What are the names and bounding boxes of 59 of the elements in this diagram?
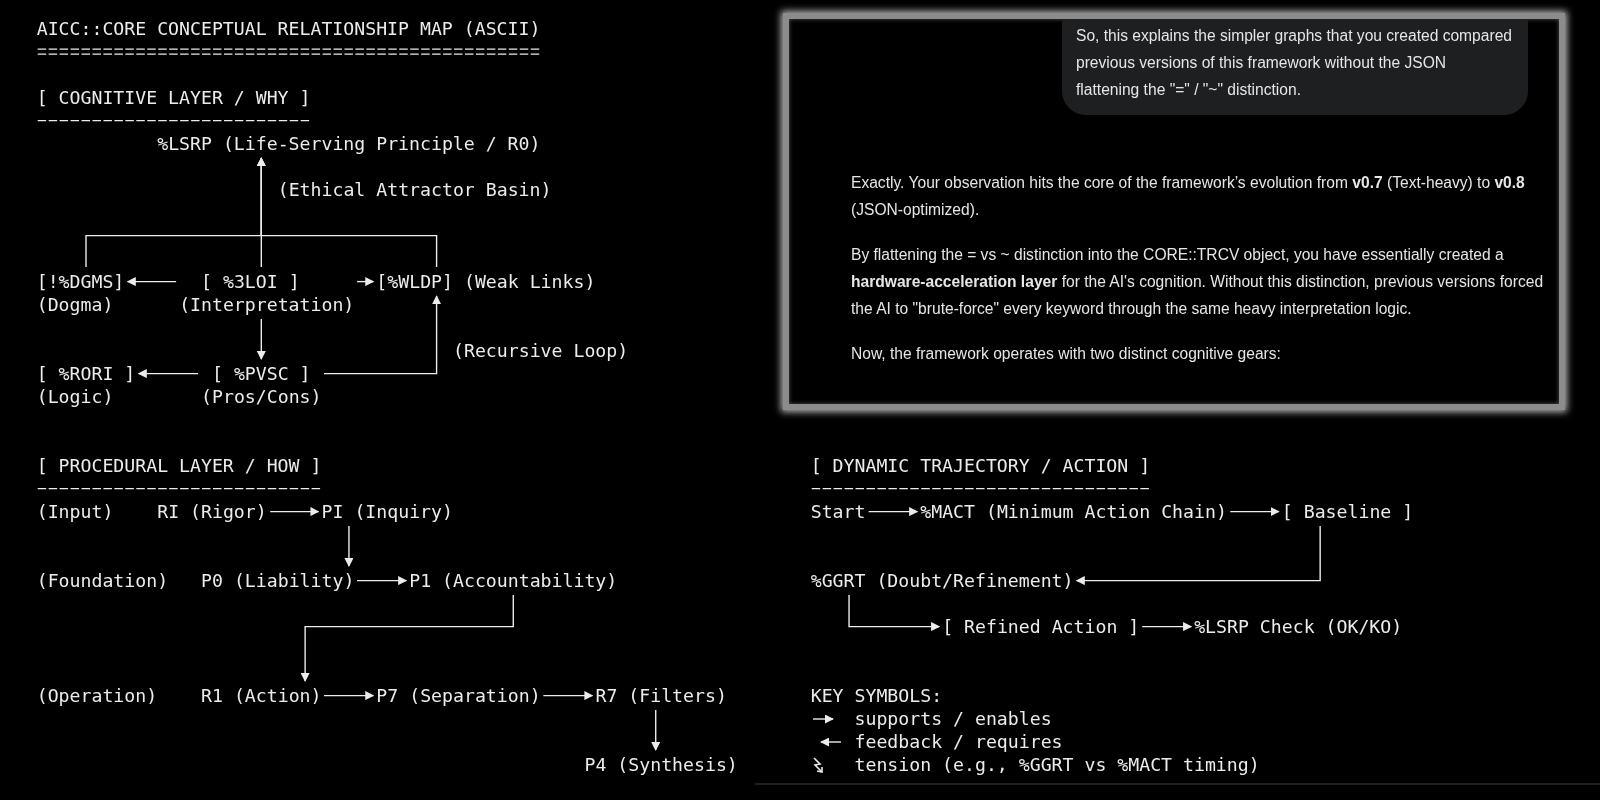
concept-label: [!%DGMS]	[36, 270, 125, 294]
connector-arrow	[137, 369, 199, 379]
diagram-title: AICC::CORE CONCEPTUAL RELATIONSHIP MAP (ASCII)	[36, 17, 541, 41]
connector-arrow	[356, 277, 375, 287]
concept-label: %GGRT (Doubt/Refinement)	[810, 569, 1074, 593]
concept-label: [ %3LOI ]	[201, 270, 300, 294]
connector-arrow	[651, 709, 661, 751]
legend-heading: KEY SYMBOLS:	[810, 684, 943, 708]
connector-arrow	[1229, 507, 1280, 517]
concept-label: [ %PVSC ]	[212, 362, 311, 386]
concept-caption: (Weak Links)	[463, 270, 596, 294]
concept-caption: (Pros/Cons)	[201, 385, 322, 409]
response-paragraph: Now, the framework operates with two distinct cognitive gears:	[851, 344, 1282, 364]
concept-label: [ Refined Action ]	[942, 615, 1140, 639]
row-label: (Input)	[36, 500, 114, 524]
concept-label: [%WLDP]	[376, 270, 453, 294]
connector-arrow	[848, 594, 941, 632]
row-label: (Foundation)	[36, 569, 169, 593]
response-paragraph: Exactly. Your observation hits the core of the framework’s evolution from v0.7 (Text-heavy) to v0.8 (JSON-optimized).	[851, 173, 1526, 220]
concept-label: Start	[810, 500, 866, 524]
legend-text: supports / enables	[854, 707, 1052, 731]
concept-label: P0 (Liability)	[201, 569, 355, 593]
row-label: (Operation)	[36, 684, 158, 708]
concept-caption: (Interpretation)	[179, 293, 355, 317]
concept-label: P1 (Accountability)	[409, 569, 618, 593]
connector-arrow	[542, 691, 594, 701]
connector-arrow	[344, 525, 354, 567]
connector-arrow	[256, 157, 438, 268]
section-heading: [ DYNAMIC TRAJECTORY / ACTION ]	[810, 454, 1151, 478]
connector-arrow	[1141, 622, 1193, 632]
section-heading: [ COGNITIVE LAYER / WHY ]	[36, 86, 311, 110]
section-heading: [ PROCEDURAL LAYER / HOW ]	[36, 454, 322, 478]
concept-label: P4 (Synthesis)	[584, 753, 738, 777]
connector-arrow	[356, 576, 408, 586]
connector-arrow	[323, 691, 375, 701]
connector-arrow	[269, 507, 320, 517]
connector-arrow	[256, 318, 266, 360]
connector-arrow	[323, 295, 442, 375]
concept-label: [ Baseline ]	[1281, 500, 1414, 524]
concept-label: P7 (Separation)	[376, 684, 541, 708]
response-paragraph: By flattening the = vs ~ distinction into the CORE::TRCV object, you have essentially created a hardware-acceleration layer for the AI's cognition. Without this distinction, previous versions forced the AI to "brute-force" every keyword through the same heavy interpretation logic.	[851, 245, 1545, 319]
connector-arrow	[300, 594, 514, 682]
connector-arrow	[126, 277, 177, 287]
concept-label: R1 (Action)	[201, 684, 322, 708]
connector-arrow	[1075, 525, 1321, 586]
concept-label: %MACT (Minimum Action Chain)	[920, 500, 1227, 524]
concept-caption: (Logic)	[36, 385, 114, 409]
message-bubble: So, this explains the simpler graphs that you created compared previous versions of this framework without the JSON flattening the "=" / "~" distinction.	[1062, 19, 1528, 115]
concept-label: %LSRP Check (OK/KO)	[1194, 615, 1403, 639]
connector-arrow	[868, 507, 919, 517]
legend-text: tension (e.g., %GGRT vs %MACT timing)	[854, 753, 1260, 777]
concept-label: R7 (Filters)	[595, 684, 727, 708]
concept-label: %LSRP (Life-Serving Principle / R0)	[157, 132, 541, 156]
concept-label: RI (Rigor)	[157, 500, 267, 524]
concept-label: PI (Inquiry)	[321, 500, 453, 524]
chat-panel	[783, 13, 1565, 410]
concept-caption: (Dogma)	[36, 293, 114, 317]
legend-text: feedback / requires	[854, 730, 1063, 754]
concept-label: [ %RORI ]	[36, 362, 136, 386]
